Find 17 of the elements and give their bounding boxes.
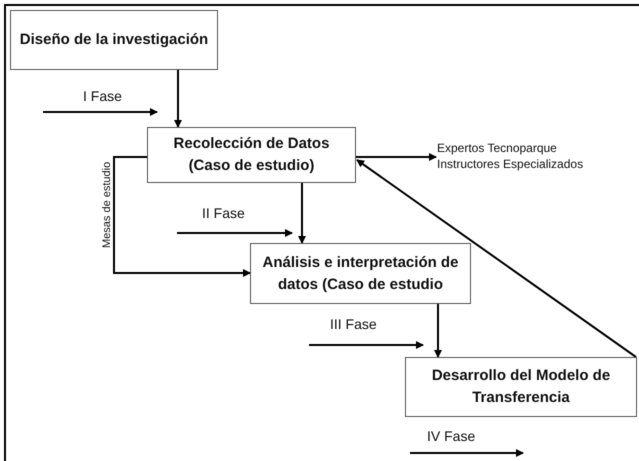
arrow	[113, 156, 251, 277]
arrow	[356, 159, 637, 358]
arrow	[174, 70, 182, 128]
phase-label: II Fase	[202, 205, 245, 221]
note-text: Instructores Especializados	[437, 156, 584, 172]
edge-label: Mesas de estudio	[101, 162, 113, 248]
phase-label: IV Fase	[427, 428, 476, 444]
arrow	[356, 153, 437, 161]
note-text: Expertos Tecnoparque	[437, 140, 558, 156]
process-box: Análisis e interpretación de datos (Caso de estudio	[250, 243, 471, 304]
process-box: Desarrollo del Modelo de Transferencia	[405, 357, 637, 417]
process-box: Recolección de Datos (Caso de estudio)	[147, 127, 356, 183]
phase-label: III Fase	[330, 316, 377, 332]
phase-label: I Fase	[83, 88, 122, 104]
arrow	[298, 183, 306, 244]
arrow	[434, 304, 442, 358]
process-box: Diseño de la investigación	[10, 10, 218, 70]
